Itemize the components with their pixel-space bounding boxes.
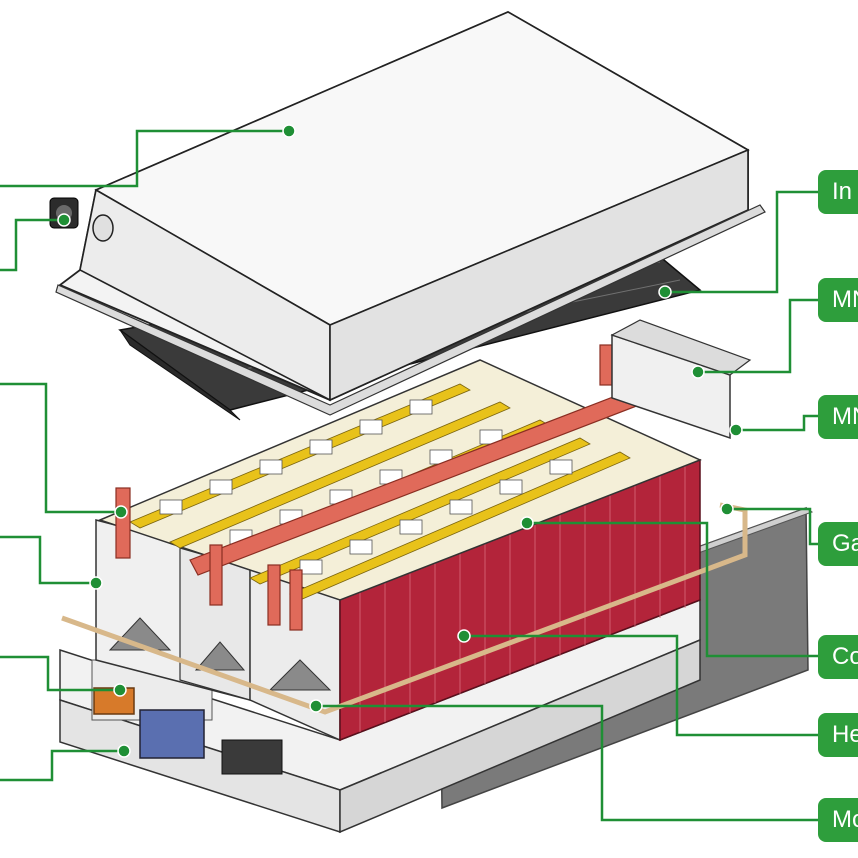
leader-dots <box>57 124 743 758</box>
leader-line-vent <box>0 218 64 272</box>
base-tray <box>59 598 701 834</box>
leader-line-lid <box>0 129 289 188</box>
callout-label-gasket: Ga <box>818 522 858 566</box>
callout-label-heating: He <box>818 713 858 757</box>
busbars <box>115 344 681 631</box>
leader-line-gasket <box>727 507 820 546</box>
callout-label-module: Mo <box>818 798 858 842</box>
leader-line-msd-2 <box>736 414 820 432</box>
callout-label-insulation: In <box>818 170 858 214</box>
black-relay <box>221 739 283 775</box>
callout-label-msd-1: MN <box>818 278 858 322</box>
callout-label-msd-2: MN <box>818 395 858 439</box>
leader-line-msd-1 <box>698 298 820 374</box>
upper-housing-lid <box>55 10 766 416</box>
cell-stack <box>339 458 701 742</box>
leader-line-end-plate <box>0 535 96 585</box>
msd-plate <box>610 319 752 440</box>
leader-line-busbar <box>0 382 121 514</box>
callout-label-cooling: Co <box>818 635 858 679</box>
leader-line-tray <box>0 749 124 782</box>
leader-lines <box>0 129 820 822</box>
leader-line-insulation <box>665 190 820 294</box>
leader-line-connector <box>0 655 120 692</box>
leader-line-module <box>316 704 820 822</box>
leader-line-heating <box>464 634 820 737</box>
connector-box <box>139 709 205 759</box>
leader-line-cooling <box>527 521 820 658</box>
